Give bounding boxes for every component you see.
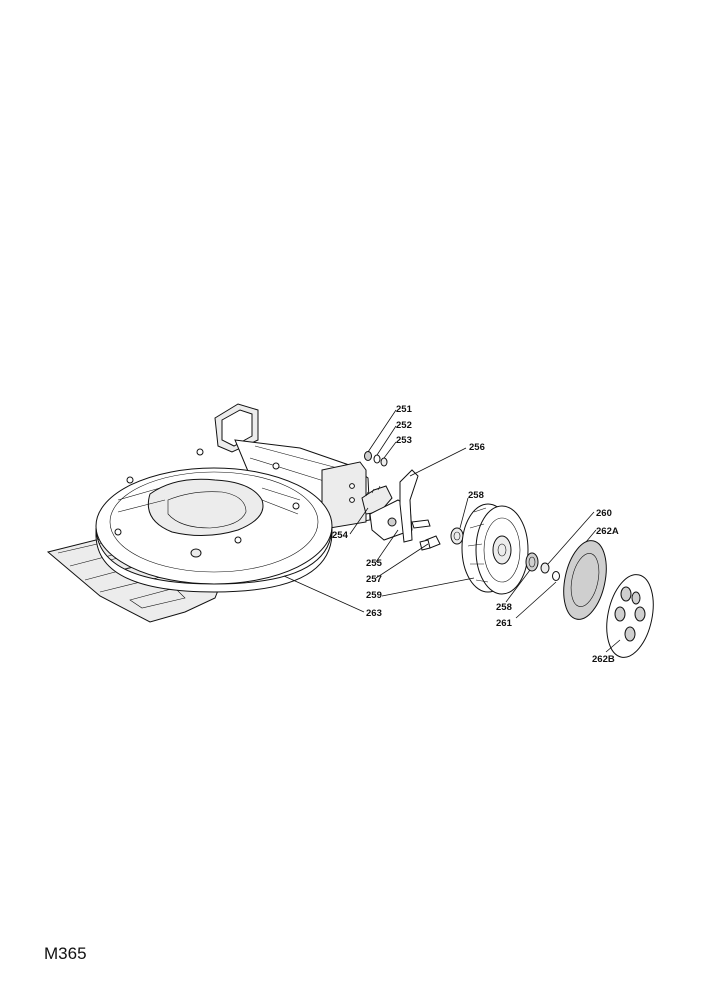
leader-lines [283, 409, 621, 653]
callout-260: 260 [596, 508, 612, 519]
hardware-251-253 [364, 451, 388, 467]
callout-255: 255 [366, 558, 383, 569]
callout-253: 253 [396, 435, 412, 446]
height-adjust-parts [361, 469, 441, 551]
callout-labels: 251 252 253 256 258 260 262A 254 255 257… [332, 404, 619, 665]
mower-deck [46, 403, 371, 623]
callout-251: 251 [396, 404, 413, 415]
callout-262b: 262B [592, 654, 615, 665]
callout-258-upper: 258 [468, 490, 484, 501]
page-code: M365 [44, 944, 87, 963]
callout-261: 261 [496, 618, 513, 629]
callout-258-lower: 258 [496, 602, 512, 613]
callout-263: 263 [366, 608, 382, 619]
callout-254: 254 [332, 530, 349, 541]
callout-262a: 262A [596, 526, 619, 537]
wheel-assembly [450, 503, 654, 658]
callout-259: 259 [366, 590, 382, 601]
callout-256: 256 [469, 442, 485, 453]
callout-257: 257 [366, 574, 382, 585]
callout-252: 252 [396, 420, 412, 431]
